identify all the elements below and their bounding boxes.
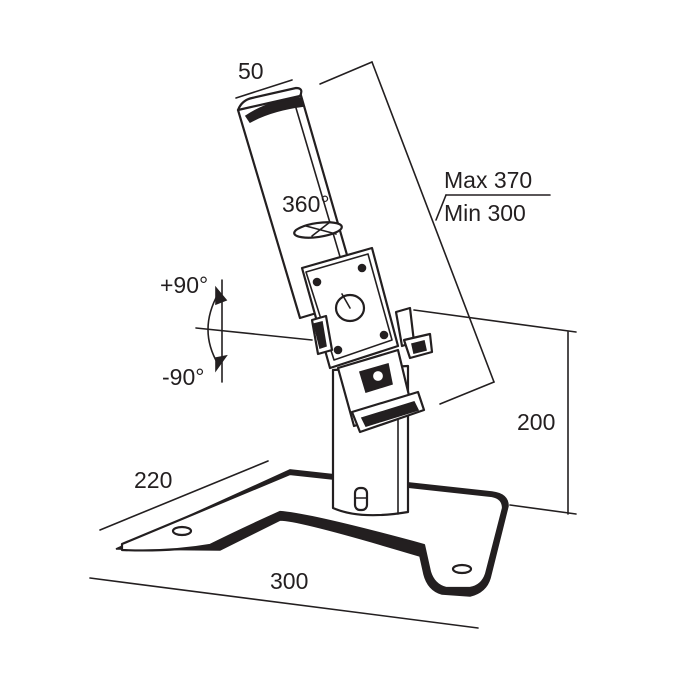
label-tube-width: 50 — [238, 58, 264, 84]
label-base-depth: 220 — [134, 467, 172, 493]
tilt-hinge — [310, 306, 434, 360]
label-rotation: 360° — [282, 191, 330, 217]
mount-hole-left — [171, 525, 193, 537]
base-depth-dimension — [99, 460, 269, 531]
locking-slot — [353, 486, 369, 512]
label-tilt-up: +90° — [160, 272, 208, 298]
screw-hole — [357, 263, 367, 273]
label-tilt-down: -90° — [162, 364, 204, 390]
rotation-indicator — [293, 221, 343, 239]
screw-hole — [333, 345, 343, 355]
screw-hole — [379, 330, 389, 340]
label-base-width: 300 — [270, 568, 308, 594]
label-height: 200 — [517, 409, 555, 435]
height-dimension — [413, 309, 577, 515]
base-width-dimension — [89, 577, 479, 629]
label-length-max: Max 370 — [444, 167, 532, 193]
tilt-joint — [336, 348, 426, 434]
tube-end-cap — [244, 97, 306, 124]
mount-hole-right — [451, 563, 473, 575]
length-dimension — [319, 61, 551, 405]
label-length-min: Min 300 — [444, 200, 526, 226]
screw-hole — [312, 277, 322, 287]
tilt-indicator — [195, 279, 313, 383]
base-plate — [115, 469, 509, 597]
tube-width-dimension — [235, 79, 293, 99]
